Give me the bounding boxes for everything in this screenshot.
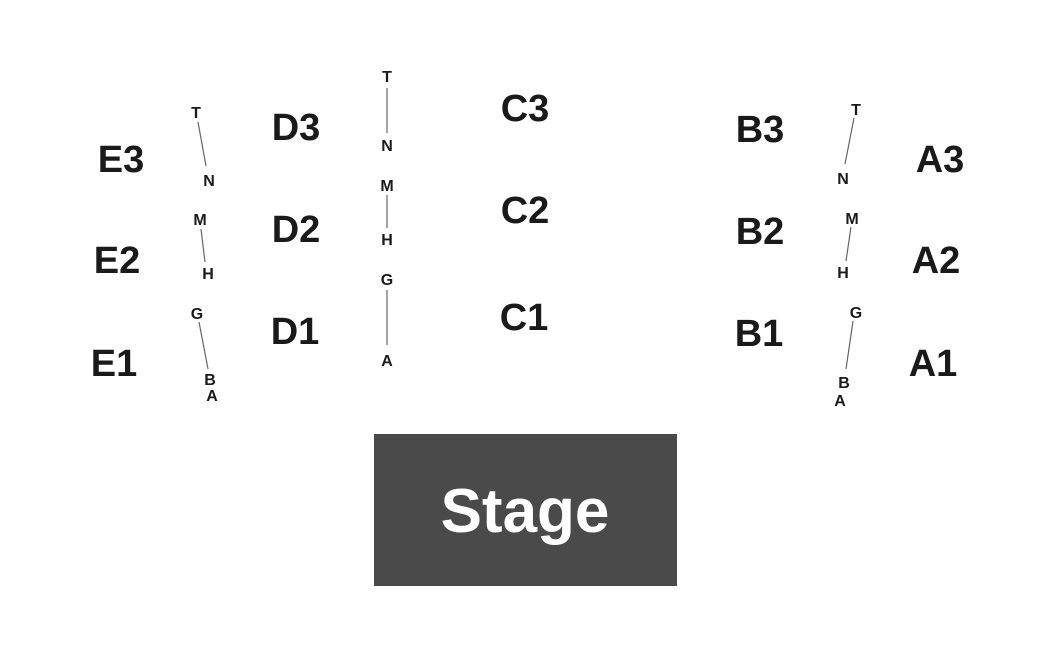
row-connector [200,228,206,263]
row-label-m[interactable]: M [845,211,858,228]
section-b1[interactable]: B1 [735,313,784,355]
row-label-t[interactable]: T [191,105,201,122]
section-b2[interactable]: B2 [736,211,785,253]
section-e2[interactable]: E2 [94,240,140,282]
row-markers-right: T N M H G B A [834,102,862,410]
row-label-g[interactable]: G [850,305,862,322]
section-e3[interactable]: E3 [98,139,144,181]
section-d3[interactable]: D3 [272,107,321,149]
row-label-h[interactable]: H [837,265,849,282]
row-label-a[interactable]: A [206,388,218,405]
section-b3[interactable]: B3 [736,109,785,151]
row-connector [845,320,854,370]
row-label-t[interactable]: T [382,69,392,86]
row-label-b[interactable]: B [838,375,850,392]
row-label-n[interactable]: N [837,171,849,188]
section-c1[interactable]: C1 [500,297,549,339]
row-label-n[interactable]: N [381,138,393,155]
section-d2[interactable]: D2 [272,209,321,251]
row-connector [197,121,207,167]
section-a1[interactable]: A1 [909,343,958,385]
row-label-a[interactable]: A [834,393,846,410]
row-label-g[interactable]: G [191,306,203,323]
section-a3[interactable]: A3 [916,139,965,181]
section-labels: E3 E2 E1 D3 D2 D1 C3 C2 C1 B3 B2 B1 A3 A… [91,88,965,385]
section-c3[interactable]: C3 [501,88,550,130]
row-connector [198,321,209,370]
row-label-a[interactable]: A [381,353,393,370]
row-markers-left: T N M H G B A [191,105,218,405]
row-label-m[interactable]: M [193,212,206,229]
row-label-n[interactable]: N [203,173,215,190]
stage: Stage [374,434,677,586]
row-label-m[interactable]: M [380,178,393,195]
row-label-g[interactable]: G [381,272,393,289]
stage-label: Stage [441,477,610,546]
row-markers-center: T N M H G A [380,69,393,370]
row-label-b[interactable]: B [204,372,216,389]
section-c2[interactable]: C2 [501,190,550,232]
row-label-h[interactable]: H [202,266,214,283]
row-connector [845,226,852,262]
section-e1[interactable]: E1 [91,343,137,385]
section-a2[interactable]: A2 [912,240,961,282]
row-label-t[interactable]: T [851,102,861,119]
stage-block [374,434,677,586]
section-d1[interactable]: D1 [271,311,320,353]
row-connector [844,117,855,165]
row-label-h[interactable]: H [381,232,393,249]
